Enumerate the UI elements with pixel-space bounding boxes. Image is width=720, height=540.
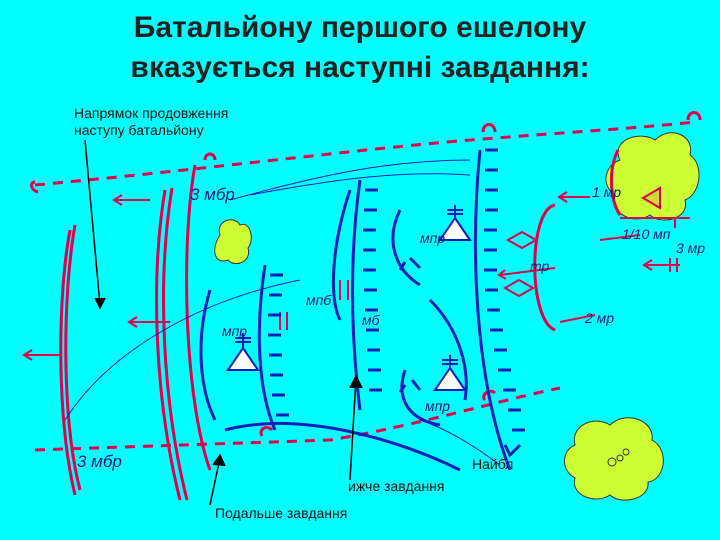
unit-label-tr: тр	[530, 258, 550, 274]
thin-connectors	[64, 159, 501, 466]
forest-bottom-right	[564, 417, 664, 501]
direction-label: Напрямок продовження наступу батальйону	[74, 105, 228, 139]
unit-label-mb: мб	[362, 312, 380, 328]
enemy-mpr-symbols	[226, 205, 472, 391]
forest-small-left	[214, 219, 252, 264]
unit-label-2mr: 2 мр	[585, 310, 615, 326]
unit-label-3mr: 3 мр	[676, 240, 706, 256]
enemy-lines	[199, 148, 525, 472]
slide-title: Батальйону першого ешелону вказується на…	[0, 8, 720, 88]
direction-arrow	[84, 139, 106, 310]
friendly-lines	[59, 149, 622, 501]
nearest-task-label-2: ижче завдання	[348, 478, 445, 494]
unit-label-mpr-bottom: мпр	[425, 398, 451, 414]
unit-label-1-10mp: 1/10 мп	[622, 226, 671, 242]
direction-label-line-1: Напрямок продовження	[74, 105, 229, 121]
forest-top-right	[605, 132, 700, 221]
unit-label-mpb: мпб	[306, 292, 332, 308]
boundary-top	[34, 120, 696, 452]
direction-label-line-2: наступу батальйону	[74, 122, 204, 138]
further-task-label: Подальше завдання	[215, 505, 348, 521]
further-task-arrow	[209, 453, 226, 506]
friendly-unit-tr	[502, 186, 690, 298]
title-line-2: вказується наступні завдання:	[130, 51, 590, 84]
nearest-task-arrow	[349, 374, 363, 481]
title-line-1: Батальйону першого ешелону	[133, 11, 587, 44]
unit-label-mpr-left: мпр	[222, 323, 248, 339]
unit-label-1mr: 1 мр	[592, 184, 622, 200]
enemy-claws	[398, 256, 422, 393]
unit-label-3mbr-top: 3 мбр	[190, 185, 235, 204]
nearest-task-label-1: Найбл	[472, 456, 514, 472]
boundary-hooks	[30, 111, 702, 437]
unit-label-mpr-top: мпр	[420, 230, 446, 246]
unit-label-3mbr-bottom: 3 мбр	[77, 452, 122, 471]
friendly-arrows	[22, 191, 680, 361]
